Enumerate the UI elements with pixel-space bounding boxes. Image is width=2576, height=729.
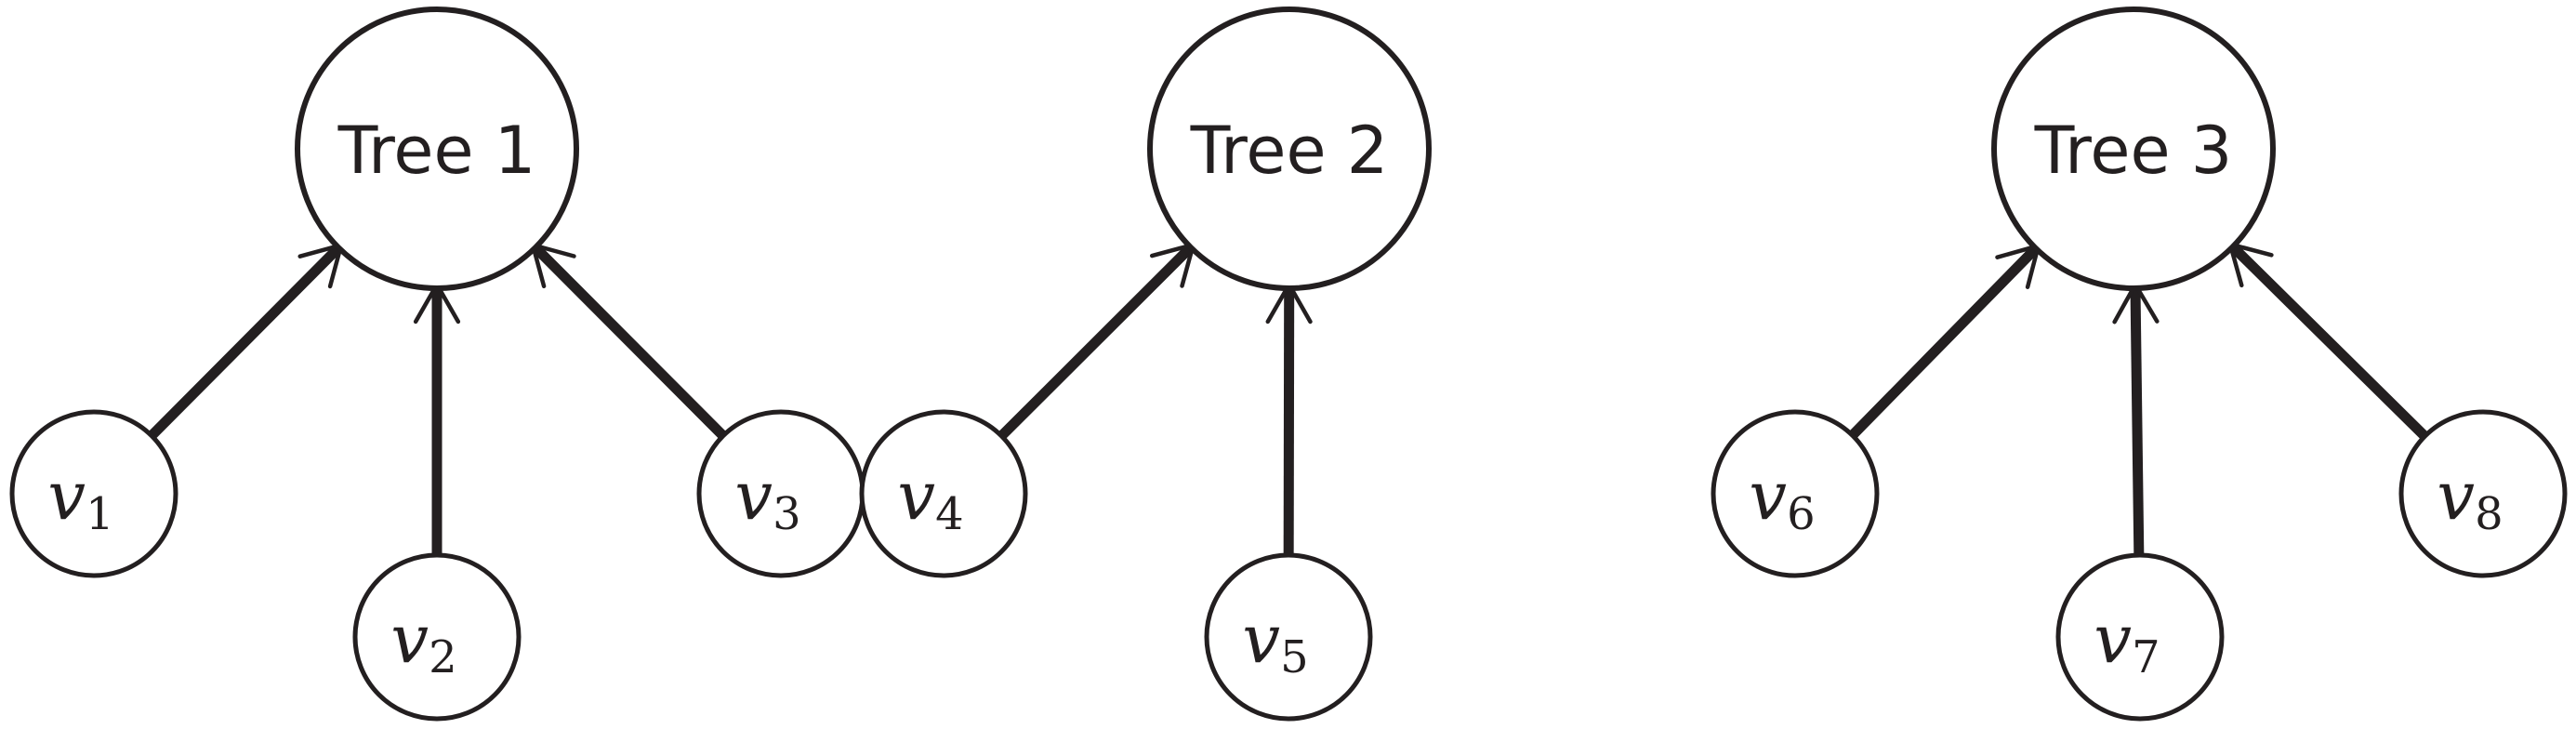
vertex-label-subscript: 8 bbox=[2475, 488, 2503, 540]
tree-node-label: Tree 1 bbox=[337, 113, 536, 189]
edge-line bbox=[2226, 240, 2430, 442]
vertex-label-base: v bbox=[897, 457, 935, 535]
edge-line bbox=[997, 241, 1197, 442]
edge-v4-to-tree2 bbox=[997, 241, 1197, 442]
vertex-node-label: v8 bbox=[2437, 457, 2503, 540]
vertex-label-subscript: 6 bbox=[1787, 488, 1816, 540]
vertex-node-label: v7 bbox=[2094, 600, 2160, 683]
vertex-node-circle[interactable] bbox=[352, 552, 522, 722]
vertex-label-base: v bbox=[734, 457, 773, 535]
tree-node-tree3[interactable]: Tree 3 bbox=[1991, 7, 2276, 291]
vertex-label-subscript: 5 bbox=[1280, 631, 1309, 683]
vertex-node-label: v1 bbox=[47, 457, 113, 540]
vertex-node-label: v6 bbox=[1749, 457, 1815, 540]
vertex-node-label: v3 bbox=[734, 457, 800, 540]
edge-line bbox=[529, 241, 729, 441]
vertex-node-v4[interactable]: v4 bbox=[859, 409, 1028, 578]
tree-node-circle[interactable] bbox=[1147, 7, 1432, 291]
vertex-node-v1[interactable]: v1 bbox=[9, 409, 178, 578]
edge-line bbox=[1847, 242, 2042, 441]
tree-node-tree2[interactable]: Tree 2 bbox=[1147, 7, 1432, 291]
tree-node-label: Tree 3 bbox=[2034, 113, 2233, 189]
edge-v6-to-tree3 bbox=[1847, 242, 2042, 441]
vertex-node-circle[interactable] bbox=[2398, 409, 2568, 578]
vertex-label-subscript: 7 bbox=[2132, 631, 2160, 683]
vertex-node-circle[interactable] bbox=[1204, 552, 1373, 722]
edge-line bbox=[2130, 284, 2145, 558]
edge-v7-to-tree3 bbox=[2112, 282, 2160, 558]
vertex-node-circle[interactable] bbox=[9, 409, 178, 578]
vertex-label-base: v bbox=[47, 457, 86, 535]
vertex-node-label: v4 bbox=[897, 457, 963, 540]
edge-v2-to-tree1 bbox=[413, 282, 461, 557]
edge-line bbox=[1283, 284, 1295, 558]
tree-node-tree1[interactable]: Tree 1 bbox=[295, 7, 579, 291]
vertex-label-base: v bbox=[2094, 600, 2132, 678]
tree-node-circle[interactable] bbox=[295, 7, 579, 291]
vertex-node-v2[interactable]: v2 bbox=[352, 552, 522, 722]
edge-v3-to-tree1 bbox=[529, 241, 729, 441]
tree-node-label: Tree 2 bbox=[1190, 113, 1389, 189]
edge-v8-to-tree3 bbox=[2226, 240, 2430, 442]
vertex-node-v7[interactable]: v7 bbox=[2055, 552, 2225, 722]
vertex-label-base: v bbox=[2437, 457, 2475, 535]
vertex-node-v3[interactable]: v3 bbox=[696, 409, 865, 578]
vertex-label-base: v bbox=[1242, 600, 1280, 678]
vertex-node-v5[interactable]: v5 bbox=[1204, 552, 1373, 722]
edge-v1-to-tree1 bbox=[146, 241, 345, 441]
vertex-node-v8[interactable]: v8 bbox=[2398, 409, 2568, 578]
vertex-label-subscript: 1 bbox=[86, 488, 114, 540]
edges-layer bbox=[146, 240, 2430, 558]
tree-node-circle[interactable] bbox=[1991, 7, 2276, 291]
vertex-node-circle[interactable] bbox=[2055, 552, 2225, 722]
vertex-node-circle[interactable] bbox=[1711, 409, 1880, 578]
vertex-label-subscript: 3 bbox=[773, 488, 801, 540]
vertex-node-label: v2 bbox=[390, 600, 456, 683]
edge-line bbox=[146, 241, 345, 441]
vertex-node-label: v5 bbox=[1242, 600, 1308, 683]
edge-v5-to-tree2 bbox=[1265, 282, 1313, 558]
vertex-node-circle[interactable] bbox=[859, 409, 1028, 578]
vertex-label-subscript: 4 bbox=[935, 488, 964, 540]
vertex-label-base: v bbox=[390, 600, 429, 678]
vertex-node-v6[interactable]: v6 bbox=[1711, 409, 1880, 578]
vertex-label-subscript: 2 bbox=[429, 631, 457, 683]
vertex-label-base: v bbox=[1749, 457, 1787, 535]
